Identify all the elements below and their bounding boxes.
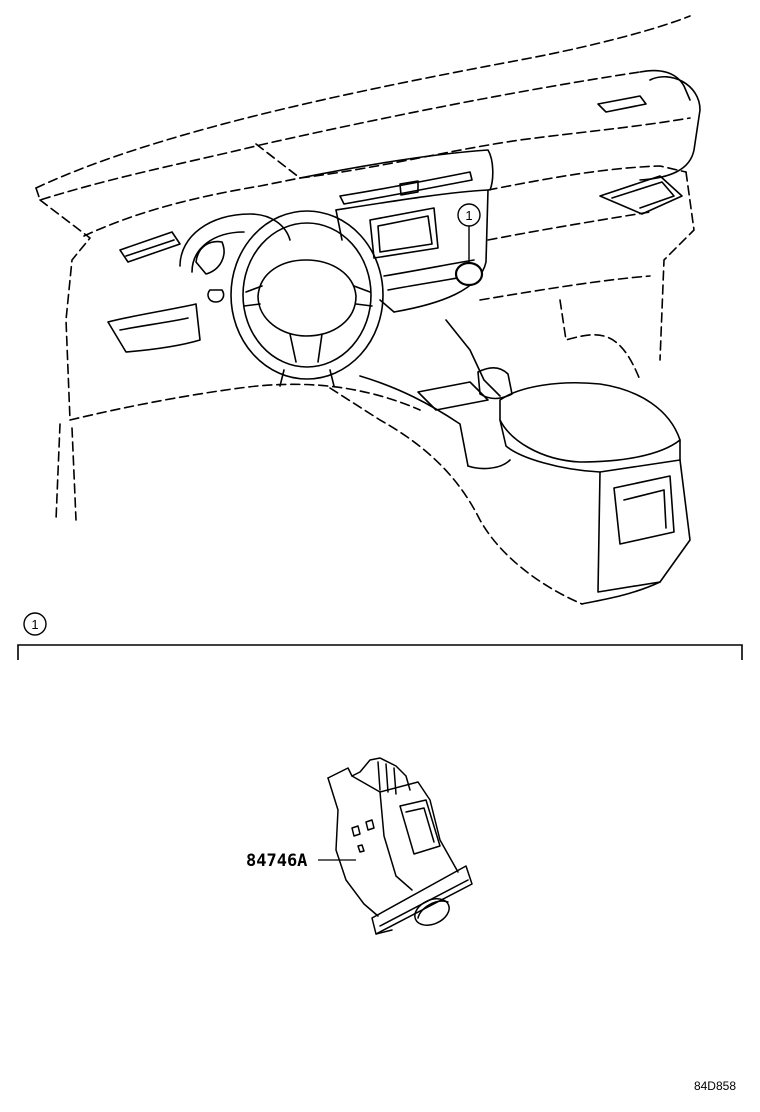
shift-boot xyxy=(477,366,513,400)
part-number-text: 84746A xyxy=(246,851,307,871)
steering-spoke-left xyxy=(243,285,263,307)
diagram-code: 84D858 xyxy=(694,1079,736,1093)
display-screen-inner xyxy=(377,215,433,253)
right-dash-edge xyxy=(659,171,695,361)
console-slot xyxy=(417,381,489,411)
cluster-hood-inner xyxy=(191,231,245,273)
armrest-top xyxy=(499,381,681,463)
shift-area xyxy=(445,319,501,397)
cluster-hood xyxy=(179,213,291,267)
switch-part-illustration xyxy=(327,757,473,935)
console-left-side xyxy=(329,387,583,605)
left-lower-panel-inner xyxy=(119,317,189,331)
cluster-gauge-left xyxy=(195,240,225,275)
hazard-button xyxy=(399,180,419,196)
switch-top-tab xyxy=(327,757,411,791)
dash-right-bulge xyxy=(639,75,701,181)
callout-number: 1 xyxy=(465,208,472,223)
console-rear-inner xyxy=(623,489,667,529)
switch-body-edge xyxy=(379,791,413,891)
switch-bezel-edge xyxy=(375,879,469,935)
switch-knob xyxy=(414,898,450,926)
steering-wheel-rim-inner xyxy=(242,222,372,368)
switch-window-inner xyxy=(405,807,435,843)
center-stack-top xyxy=(299,149,494,191)
left-vent-inner xyxy=(125,239,175,257)
console-front xyxy=(359,375,469,467)
switch-hole-2 xyxy=(365,819,375,831)
steering-spoke-right xyxy=(353,285,373,307)
console-side-seam xyxy=(467,459,511,470)
section-header: 1 xyxy=(17,612,743,660)
dash-right-cap xyxy=(639,69,691,101)
steering-column xyxy=(279,369,335,387)
dash-upper-edge xyxy=(35,71,641,201)
switch-body-front xyxy=(351,775,459,873)
switch-knob-face xyxy=(417,900,449,919)
left-door-pillar xyxy=(55,423,77,521)
switch-hole-3 xyxy=(357,844,365,853)
console-rear xyxy=(597,459,691,593)
console-rear-panel xyxy=(613,475,675,545)
steering-hub xyxy=(257,259,357,337)
right-vent-inner xyxy=(611,181,675,209)
section-circle xyxy=(23,612,47,636)
switch-bezel xyxy=(371,865,473,935)
steering-spoke-bottom xyxy=(289,333,323,363)
right-dash-lower xyxy=(479,211,651,301)
display-screen xyxy=(369,207,439,259)
dash-top-outline xyxy=(35,15,691,189)
dash-seam-2 xyxy=(83,177,301,237)
center-stack-upper xyxy=(339,171,473,205)
column-stalk xyxy=(207,289,225,303)
switch-body-left xyxy=(327,777,379,917)
console-bottom xyxy=(581,581,661,605)
dash-seam xyxy=(255,117,691,179)
left-lower-panel xyxy=(107,303,201,353)
left-vent xyxy=(119,231,181,263)
dash-left-lower xyxy=(69,383,421,421)
right-dash-outline xyxy=(487,165,687,191)
dashboard-callout: 1 xyxy=(454,203,484,287)
glovebox-line xyxy=(559,299,641,381)
switch-hole-1 xyxy=(351,825,361,837)
right-vent xyxy=(599,175,683,215)
center-stack-side xyxy=(335,209,395,313)
section-bracket-line xyxy=(17,644,743,660)
switch-top-ribs xyxy=(377,761,397,795)
defroster-vent xyxy=(597,95,647,113)
part-label: 84746A xyxy=(246,851,356,871)
dashboard-illustration xyxy=(35,15,701,605)
dash-left-side xyxy=(39,199,91,421)
switch-window xyxy=(399,799,441,855)
steering-wheel-rim xyxy=(230,210,384,380)
section-number: 1 xyxy=(31,617,38,632)
switch-location-marker xyxy=(454,261,484,287)
